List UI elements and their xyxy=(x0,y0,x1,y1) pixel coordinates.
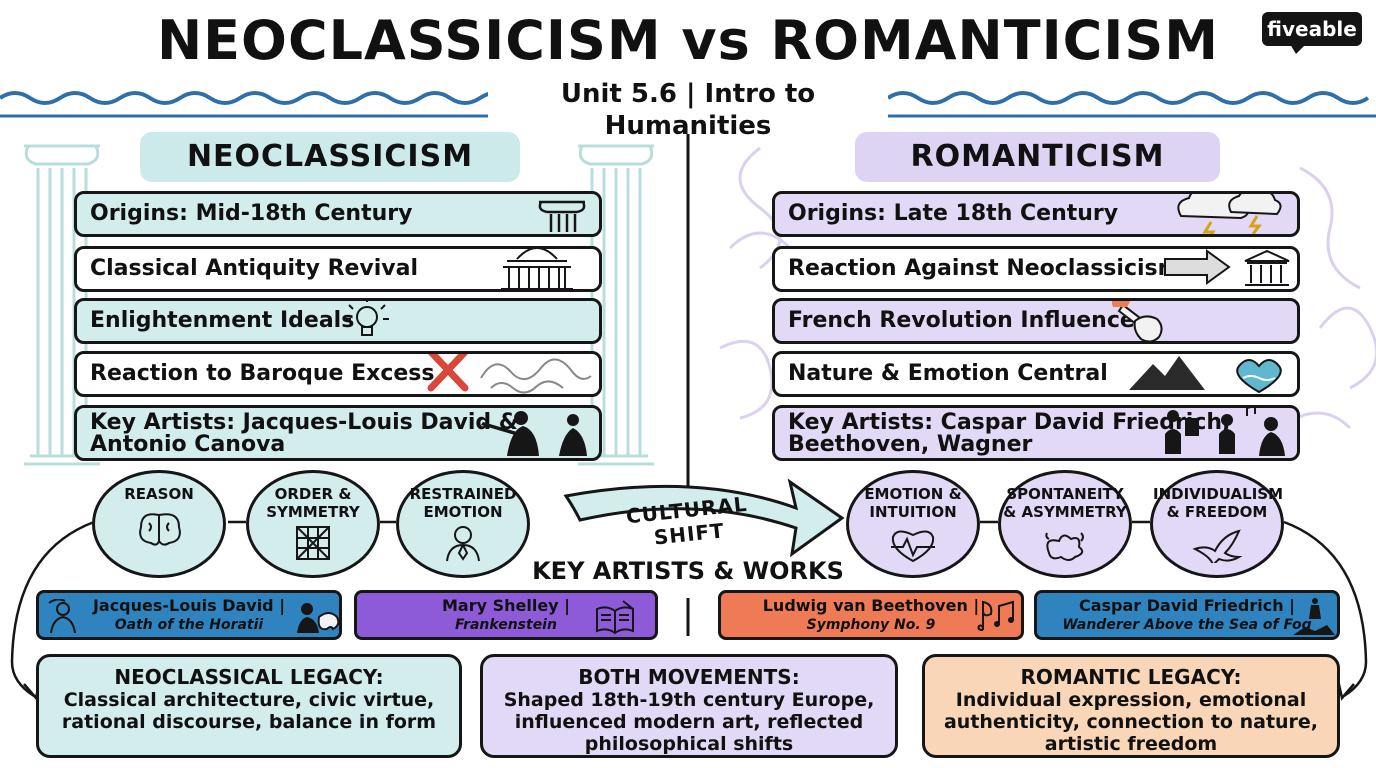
neo-fact-origins: Origins: Mid-18th Century xyxy=(74,191,602,237)
painter-icon xyxy=(48,599,76,634)
legacy-both: BOTH MOVEMENTS: Shaped 18th-19th century… xyxy=(480,654,898,758)
legacy-neoclassical: NEOCLASSICAL LEGACY: Classical architect… xyxy=(36,654,462,758)
column-capital-icon xyxy=(538,200,586,232)
raised-fist-torch-icon xyxy=(1111,301,1163,341)
painter-musician-icon xyxy=(1165,408,1285,456)
work-artist: Ludwig van Beethoven | xyxy=(762,596,980,615)
neo-fact-text: Classical Antiquity Revival xyxy=(90,256,419,281)
rom-fact-reaction: Reaction Against Neoclassicism xyxy=(772,246,1300,292)
neo-fact-enlightenment: Enlightenment Ideals xyxy=(74,298,602,344)
concept-label: EMOTION & INTUITION xyxy=(864,485,962,521)
rom-fact-text: Reaction Against Neoclassicism xyxy=(788,256,1181,281)
concept-label: INDIVIDUALISM & FREEDOM xyxy=(1153,485,1284,521)
rom-fact-french-revolution: French Revolution Influence xyxy=(772,298,1300,344)
concept-label: REASON xyxy=(124,485,194,503)
work-title: Wanderer Above the Sea of Fog xyxy=(1062,617,1312,633)
storm-cloud-icon xyxy=(1177,194,1282,234)
concept-reason: REASON xyxy=(92,470,226,578)
lightbulb-icon xyxy=(345,301,389,336)
concept-label: SPONTANEITY & ASYMMETRY xyxy=(1003,485,1127,521)
subtitle: Unit 5.6 | Intro to Humanities xyxy=(488,78,888,142)
legacy-title: ROMANTIC LEGACY: xyxy=(1020,665,1242,689)
work-card-shelley: Mary Shelley | Frankenstein xyxy=(354,590,658,640)
fiveable-logo: fiveable xyxy=(1262,12,1362,46)
work-artist: Jacques-Louis David | xyxy=(92,596,286,615)
neo-fact-baroque: Reaction to Baroque Excess xyxy=(74,351,602,397)
concept-label: ORDER & SYMMETRY xyxy=(266,485,360,521)
legacy-text: Shaped 18th-19th century Europe, influen… xyxy=(503,689,875,755)
concept-individualism-freedom: INDIVIDUALISM & FREEDOM xyxy=(1150,470,1284,578)
rom-fact-text: Nature & Emotion Central xyxy=(788,361,1108,386)
legacy-text: Individual expression, emotional authent… xyxy=(943,689,1319,755)
neo-fact-key-artists: Key Artists: Jacques-Louis David & Anton… xyxy=(74,405,602,461)
arrow-to-temple-icon xyxy=(1164,249,1290,286)
cultural-shift-arrow xyxy=(563,478,845,558)
work-card-friedrich: Caspar David Friedrich | Wanderer Above … xyxy=(1034,590,1340,640)
column-left-icon xyxy=(24,144,100,466)
neo-fact-text: Key Artists: Jacques-Louis David & Anton… xyxy=(90,410,518,457)
rom-fact-text: French Revolution Influence xyxy=(788,308,1135,333)
artists-silhouette-icon xyxy=(481,411,587,456)
rom-fact-origins: Origins: Late 18th Century xyxy=(772,191,1300,237)
work-title: Symphony No. 9 xyxy=(806,617,936,633)
calm-person-icon xyxy=(446,526,480,562)
concept-restrained-emotion: RESTRAINED EMOTION xyxy=(396,470,530,578)
work-artist: Caspar David Friedrich | xyxy=(1078,596,1296,615)
work-artist: Mary Shelley | xyxy=(441,596,571,615)
concept-order-symmetry: ORDER & SYMMETRY xyxy=(246,470,380,578)
logo-tail xyxy=(1290,44,1306,54)
legacy-romantic: ROMANTIC LEGACY: Individual expression, … xyxy=(922,654,1340,758)
heartbeat-icon xyxy=(891,530,935,563)
rom-fact-nature-emotion: Nature & Emotion Central xyxy=(772,351,1300,397)
rom-fact-key-artists: Key Artists: Caspar David Friedrich, Bee… xyxy=(772,405,1300,461)
concept-spontaneity-asymmetry: SPONTANEITY & ASYMMETRY xyxy=(998,470,1132,578)
neoclassicism-heading: NEOCLASSICISM xyxy=(140,132,520,182)
pantheon-icon xyxy=(501,249,573,289)
neo-fact-text: Reaction to Baroque Excess xyxy=(90,361,435,386)
palette-icon xyxy=(297,603,339,633)
open-book-icon xyxy=(596,600,634,635)
concept-emotion-intuition: EMOTION & INTUITION xyxy=(846,470,980,578)
mountain-heart-icon xyxy=(1129,356,1282,394)
legacy-text: Classical architecture, civic virtue, ra… xyxy=(61,689,437,733)
brain-icon xyxy=(139,513,181,546)
baroque-cross-icon xyxy=(427,354,592,394)
music-notes-icon xyxy=(977,600,1014,631)
rom-fact-text: Origins: Late 18th Century xyxy=(788,201,1119,226)
symmetry-grid-icon xyxy=(296,526,330,560)
romanticism-heading: ROMANTICISM xyxy=(855,132,1220,182)
legacy-title: NEOCLASSICAL LEGACY: xyxy=(114,665,384,689)
rom-fact-text: Key Artists: Caspar David Friedrich, Bee… xyxy=(788,410,1231,457)
neo-fact-text: Origins: Mid-18th Century xyxy=(90,201,413,226)
splash-icon xyxy=(1045,532,1084,561)
dove-icon xyxy=(1192,529,1243,563)
legacy-title: BOTH MOVEMENTS: xyxy=(578,665,800,689)
center-divider xyxy=(686,134,690,636)
page-title: NEOCLASSICISM vs ROMANTICISM xyxy=(156,9,1220,72)
key-artists-title: KEY ARTISTS & WORKS xyxy=(532,557,844,585)
neo-fact-text: Enlightenment Ideals xyxy=(90,308,355,333)
work-title: Frankenstein xyxy=(455,617,557,633)
work-title: Oath of the Horatii xyxy=(114,617,264,633)
work-card-david: Jacques-Louis David | Oath of the Horati… xyxy=(36,590,342,640)
concept-label: RESTRAINED EMOTION xyxy=(409,485,517,521)
neo-fact-classical-revival: Classical Antiquity Revival xyxy=(74,246,602,292)
wanderer-icon xyxy=(1293,598,1335,635)
work-card-beethoven: Ludwig van Beethoven | Symphony No. 9 xyxy=(718,590,1024,640)
